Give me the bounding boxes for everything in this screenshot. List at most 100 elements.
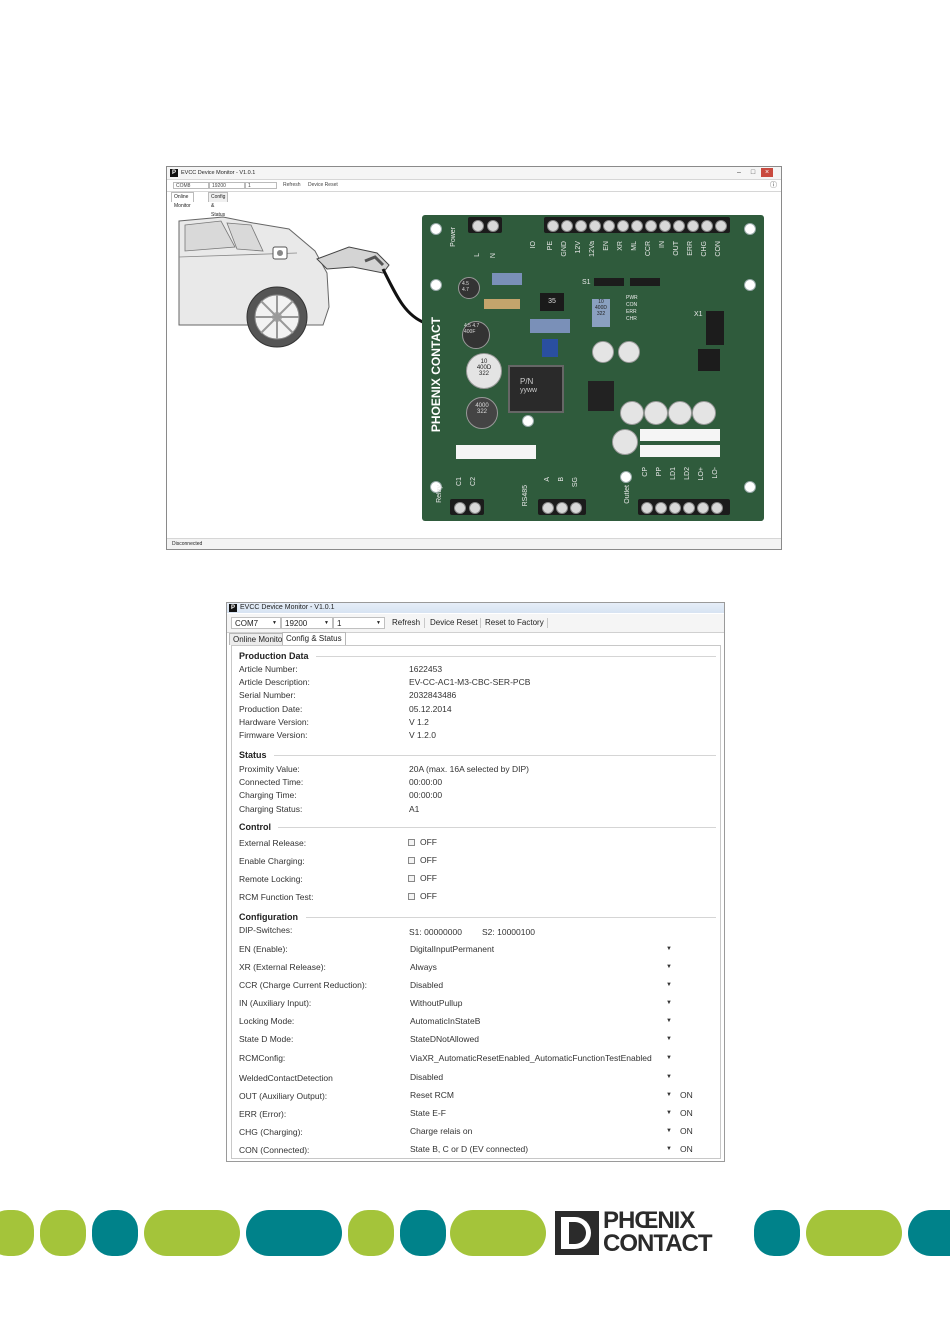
dropdown-arrow-icon[interactable]: ▼ [666,964,672,970]
dropdown-arrow-icon[interactable]: ▼ [666,1110,672,1116]
component-mark: 4000 322 [475,403,489,415]
minimize-icon[interactable]: – [737,169,741,176]
power-label: Power [450,227,457,247]
field-label: RCMConfig: [239,1053,286,1063]
refresh-button[interactable]: Refresh [392,618,421,627]
x1-label: X1 [694,311,703,318]
pin-label: CCR [645,241,652,257]
section-divider [306,917,716,918]
field-label: Proximity Value: [239,764,300,774]
mount-hole [744,481,756,493]
output-state: ON [680,1126,693,1136]
tab-config-status[interactable]: Config & Status [282,632,346,646]
field-label: External Release: [239,838,307,848]
rcm-config-select[interactable]: ViaXR_AutomaticResetEnabled_AutomaticFun… [410,1053,652,1063]
dropdown-arrow-icon[interactable]: ▼ [666,1018,672,1024]
window-title: EVCC Device Monitor - V1.0.1 [240,604,335,611]
enable-charging-checkbox[interactable] [408,857,415,864]
footer-dot-green [0,1210,34,1256]
mount-hole [620,471,632,483]
state-d-mode-select[interactable]: StateDNotAllowed [410,1034,479,1044]
field-label: Article Description: [239,677,310,687]
address-select[interactable]: 1 [245,182,277,189]
io-pin-labels: PE GND 12V 12Va EN XR ML CCR IN OUT ERR … [547,241,733,277]
external-release-checkbox[interactable] [408,839,415,846]
com-port-select[interactable]: COM7▼ [231,617,281,629]
dropdown-arrow-icon[interactable]: ▼ [666,1036,672,1042]
in-select[interactable]: WithoutPullup [410,998,463,1008]
field-label: Charging Time: [239,790,297,800]
con-select[interactable]: State B, C or D (EV connected) [410,1144,529,1154]
component-mark: 10 400D 322 [476,359,492,377]
toolbar: COM8 19200 1 Refresh Device Reset ⓘ [167,180,781,192]
remote-locking-checkbox[interactable] [408,875,415,882]
info-icon[interactable]: ⓘ [770,182,777,189]
com-port-select[interactable]: COM8 [173,182,209,189]
footer-band: PHŒNIX CONTACT [0,1208,950,1258]
device-reset-button[interactable]: Device Reset [308,182,338,188]
external-release-state: OFF [420,837,437,847]
terminal-cover [456,445,536,459]
baud-rate-select[interactable]: 19200▼ [281,617,333,629]
dropdown-arrow-icon[interactable]: ▼ [666,1000,672,1006]
tab-config-status[interactable]: Config & Status [208,192,229,218]
dropdown-arrow-icon[interactable]: ▼ [666,1074,672,1080]
refresh-button[interactable]: Refresh [283,182,301,188]
field-label: OUT (Auxiliary Output): [239,1091,328,1101]
pin-label: OUT [673,241,680,256]
section-divider [278,827,716,828]
xr-select[interactable]: Always [410,962,437,972]
dropdown-arrow-icon[interactable]: ▼ [666,1055,672,1061]
locking-mode-select[interactable]: AutomaticInStateB [410,1016,481,1026]
ic-chip [698,349,720,371]
tab-online-monitor[interactable]: Online Monitor [171,192,194,209]
capacitor [618,341,640,363]
toolbar: COM7▼ 19200▼ 1▼ Refresh Device Reset Res… [227,614,724,633]
address-select[interactable]: 1▼ [333,617,385,629]
field-label: Remote Locking: [239,874,303,884]
relay-terminal [450,499,484,515]
firmware-version-value: V 1.2.0 [409,730,436,740]
terminal-cover [640,445,720,457]
field-label: Hardware Version: [239,717,309,727]
b-label: B [558,477,565,482]
dip-switch-s2 [630,278,660,286]
section-heading-configuration: Configuration [239,912,298,922]
field-label: Production Date: [239,704,303,714]
baud-rate-select[interactable]: 19200 [209,182,245,189]
dropdown-arrow-icon[interactable]: ▼ [666,1128,672,1134]
toolbar-separator [424,618,425,628]
enable-charging-state: OFF [420,855,437,865]
device-reset-button[interactable]: Device Reset [430,618,478,627]
field-label: Enable Charging: [239,856,305,866]
field-label: WeldedContactDetection [239,1073,333,1083]
err-select[interactable]: State E-F [410,1108,446,1118]
output-state: ON [680,1090,693,1100]
outlet-pin-labels: CP PP LD1 LD2 LO+ LO- [642,467,732,497]
en-select[interactable]: DigitalInputPermanent [410,944,495,954]
close-icon[interactable]: × [761,168,773,177]
section-heading-control: Control [239,822,271,832]
capacitor [592,341,614,363]
logo-line-2: CONTACT [603,1230,713,1257]
rcm-function-test-checkbox[interactable] [408,893,415,900]
field-label: Charging Status: [239,804,303,814]
pin-label: IN [659,241,666,248]
out-select[interactable]: Reset RCM [410,1090,454,1100]
maximize-icon[interactable]: □ [750,169,756,176]
pin-label: LO- [712,467,719,479]
section-divider [316,656,716,657]
dip-switch-s2-value: S2: 10000100 [482,927,535,937]
dropdown-arrow-icon[interactable]: ▼ [666,982,672,988]
sg-label: SG [572,477,579,488]
tab-online-monitor[interactable]: Online Monitor [229,633,290,645]
dropdown-arrow-icon[interactable]: ▼ [666,1146,672,1152]
dropdown-arrow-icon[interactable]: ▼ [666,946,672,952]
reset-to-factory-button[interactable]: Reset to Factory [485,618,544,627]
dropdown-arrow-icon[interactable]: ▼ [666,1092,672,1098]
footer-dot-green [348,1210,394,1256]
chg-select[interactable]: Charge relais on [410,1126,473,1136]
welded-contact-select[interactable]: Disabled [410,1072,444,1082]
pin-label: 12V [575,241,582,254]
ccr-select[interactable]: Disabled [410,980,444,990]
